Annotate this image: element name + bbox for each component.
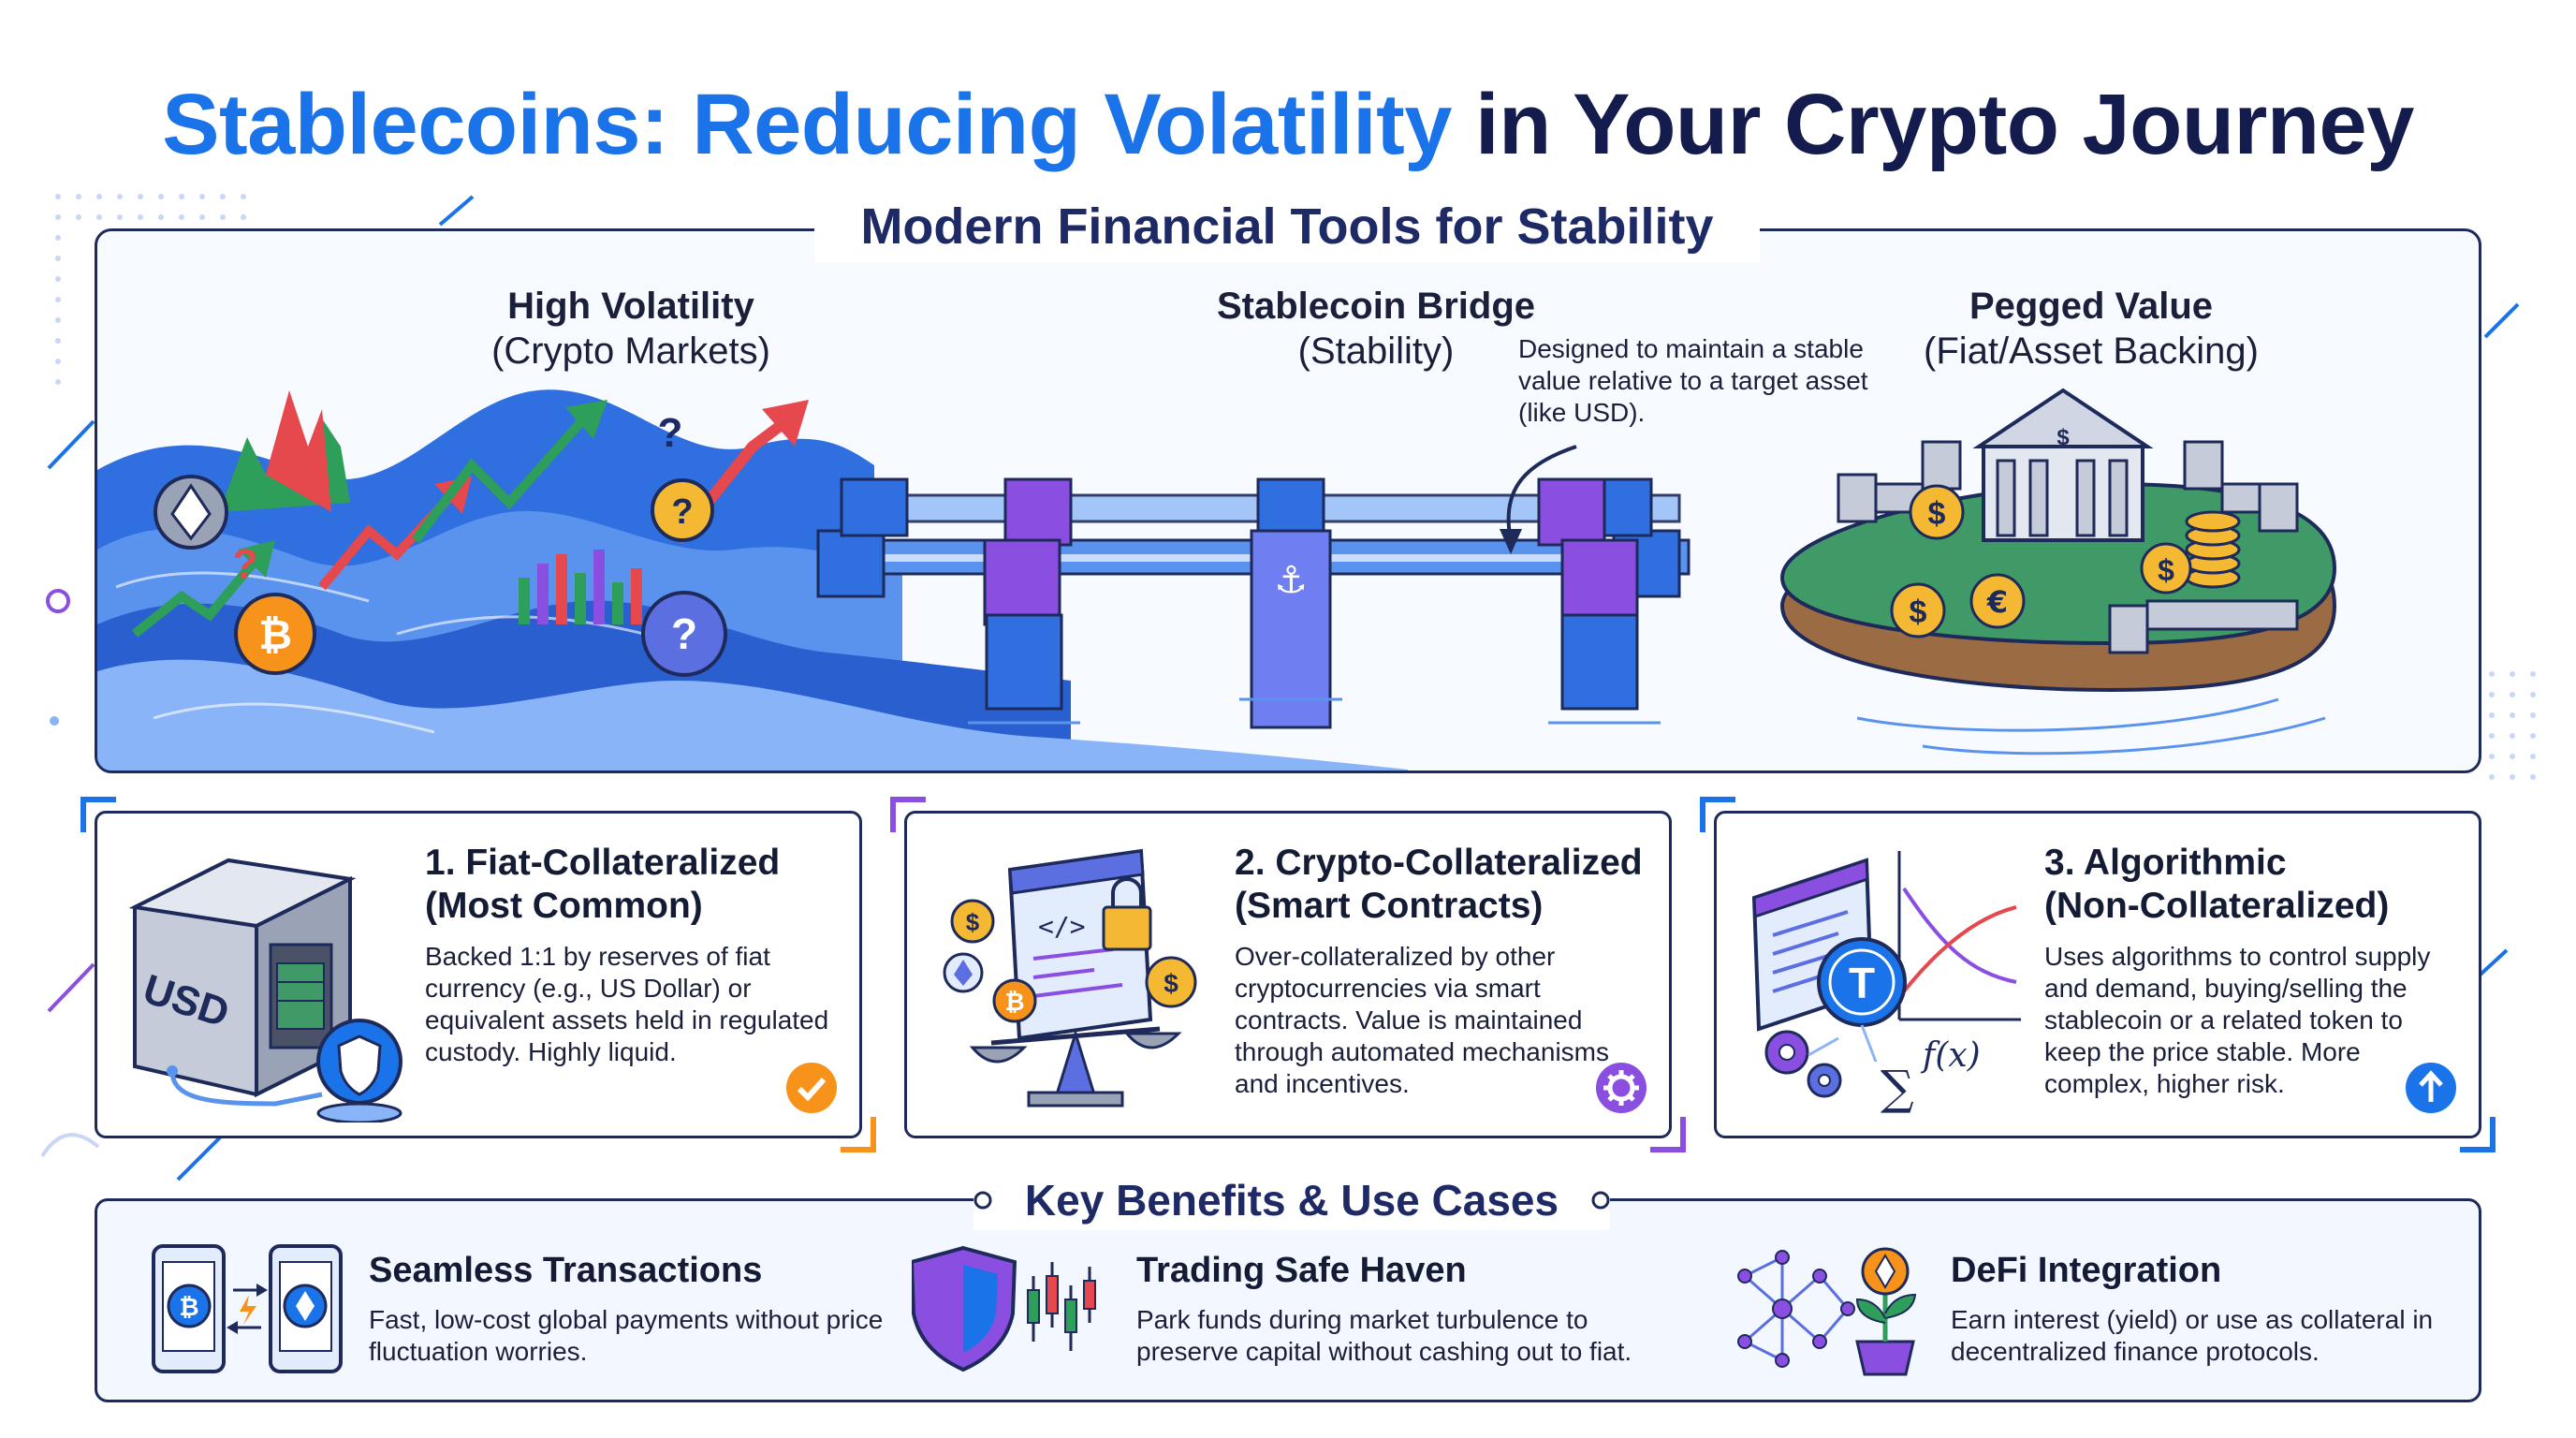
card-title-line2: (Most Common) <box>425 886 703 926</box>
page-title-highlight: Stablecoins: Reducing Volatility <box>162 77 1452 172</box>
benefits-heading: Key Benefits & Use Cases <box>1024 1176 1559 1225</box>
card-title: 1. Fiat-Collateralized (Most Common) <box>425 842 837 928</box>
page-title-rest: in Your Crypto Journey <box>1451 77 2414 172</box>
hero-label-bridge: Stablecoin Bridge (Stability) <box>1161 284 1591 374</box>
heading-dot-left <box>973 1191 992 1210</box>
network-plant-icon <box>1737 1247 1917 1376</box>
svg-text:€: € <box>1986 584 2008 620</box>
svg-text:$: $ <box>1928 496 1946 532</box>
arrow-up-icon <box>2406 1063 2456 1113</box>
svg-text:∑: ∑ <box>1881 1061 1914 1115</box>
benefit-desc: Park funds during market turbulence to p… <box>1136 1305 1632 1366</box>
card-body: Backed 1:1 by reserves of fiat currency … <box>425 942 829 1066</box>
phone-transfer-icon: ₿ <box>152 1244 343 1373</box>
island-illustration: $ $ $ € $ <box>1779 388 2337 756</box>
hero-label-pegged-sub: (Fiat/Asset Backing) <box>1924 330 2259 372</box>
gear-icon <box>1596 1063 1647 1113</box>
svg-text:$: $ <box>2056 425 2070 450</box>
hero-label-bridge-title: Stablecoin Bridge <box>1216 286 1536 327</box>
card-crypto-collateralized: </> $ ₿ $ 2. Crypto-Collateralized (Smar… <box>890 797 1686 1152</box>
bridge-illustration: ⚓ <box>816 477 1690 729</box>
hero-illustration: ₿ ? ? ? ? ⚓ <box>97 388 2337 770</box>
benefit-desc: Earn interest (yield) or use as collater… <box>1951 1305 2434 1366</box>
benefits-heading-banner: Key Benefits & Use Cases <box>973 1170 1610 1230</box>
formula-label: f(x) <box>1920 1036 1981 1075</box>
card-fiat-collateralized: USD 1. Fiat-Collateralized (Most Common)… <box>80 797 876 1152</box>
stability-note: Designed to maintain a stable value rela… <box>1518 334 1868 427</box>
card-corner-accent <box>890 797 926 832</box>
svg-text:₿: ₿ <box>258 612 292 658</box>
algorithm-icon: T ∑ f(x) <box>1751 851 2021 1115</box>
card-title-line1: 1. Fiat-Collateralized <box>425 843 781 883</box>
benefit-title: Seamless Transactions <box>369 1251 763 1290</box>
card-title: 3. Algorithmic (Non-Collateralized) <box>2044 842 2456 928</box>
heading-dot-right <box>1591 1191 1610 1210</box>
hero-panel: ₿ ? ? ? ? ⚓ <box>95 228 2481 773</box>
card-algorithmic: T ∑ f(x) 3. Algorithmic (Non-Collaterali… <box>1700 797 2496 1152</box>
card-corner-accent <box>1650 1117 1686 1152</box>
hero-label-volatility-title: High Volatility <box>507 286 754 327</box>
subtitle-banner: Modern Financial Tools for Stability <box>814 191 1760 262</box>
svg-text:T: T <box>1849 959 1875 1007</box>
svg-text:⚓: ⚓ <box>1274 559 1308 602</box>
hero-label-volatility: High Volatility (Crypto Markets) <box>416 284 846 374</box>
page-title: Stablecoins: Reducing Volatility in Your… <box>0 73 2576 176</box>
benefit-desc: Fast, low-cost global payments without p… <box>369 1305 884 1366</box>
svg-text:?: ? <box>671 492 693 532</box>
card-title-line2: (Non-Collateralized) <box>2044 886 2390 926</box>
card-title: 2. Crypto-Collateralized (Smart Contract… <box>1235 842 1647 928</box>
svg-text:$: $ <box>966 908 980 936</box>
benefit-seamless-transactions: ₿ Seamless Transactions Fast, low-cost g… <box>144 1239 893 1379</box>
svg-text:$: $ <box>2158 553 2174 587</box>
benefit-title: Trading Safe Haven <box>1136 1251 1467 1290</box>
benefit-trading-safe-haven: Trading Safe Haven Park funds during mar… <box>912 1239 1661 1379</box>
svg-text:</>: </> <box>1038 911 1086 942</box>
svg-text:$: $ <box>1164 969 1178 998</box>
benefit-title: DeFi Integration <box>1951 1251 2222 1290</box>
vault-icon: USD <box>128 858 402 1123</box>
svg-text:?: ? <box>671 609 697 658</box>
subtitle: Modern Financial Tools for Stability <box>860 198 1714 255</box>
card-title-line2: (Smart Contracts) <box>1235 886 1544 926</box>
hero-label-pegged: Pegged Value (Fiat/Asset Backing) <box>1876 284 2306 374</box>
svg-text:?: ? <box>658 410 683 456</box>
card-corner-accent <box>841 1117 876 1152</box>
card-corner-accent <box>80 797 116 832</box>
svg-text:₿: ₿ <box>179 1293 198 1321</box>
card-body: Uses algorithms to control supply and de… <box>2044 942 2431 1098</box>
card-title-line1: 3. Algorithmic <box>2044 843 2287 883</box>
svg-text:₿: ₿ <box>1004 988 1024 1016</box>
shield-chart-icon <box>912 1245 1096 1372</box>
card-body: Over-collateralized by other cryptocurre… <box>1235 942 1609 1098</box>
hero-label-volatility-sub: (Crypto Markets) <box>491 330 770 372</box>
hero-label-pegged-title: Pegged Value <box>1969 286 2214 327</box>
smart-contract-icon: </> $ ₿ $ <box>943 848 1197 1108</box>
check-icon <box>786 1063 837 1113</box>
card-corner-accent <box>2460 1117 2496 1152</box>
benefits-panel: ₿ Seamless Transactions Fast, low-cost g… <box>95 1198 2481 1402</box>
hero-label-bridge-sub: (Stability) <box>1297 330 1455 372</box>
svg-text:$: $ <box>1910 594 1927 630</box>
svg-text:?: ? <box>233 541 258 587</box>
benefit-defi-integration: DeFi Integration Earn interest (yield) o… <box>1726 1239 2475 1379</box>
card-corner-accent <box>1700 797 1735 832</box>
card-title-line1: 2. Crypto-Collateralized <box>1235 843 1643 883</box>
